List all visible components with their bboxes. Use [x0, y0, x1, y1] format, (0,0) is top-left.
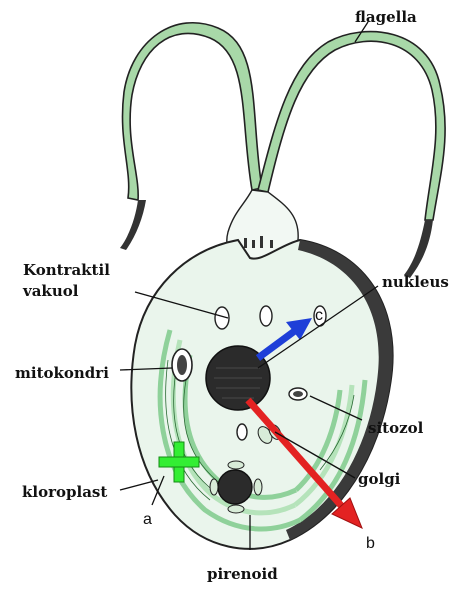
marker-a: a — [143, 511, 152, 528]
contractile-vacuole-2 — [260, 306, 272, 326]
marker-b: b — [366, 535, 375, 552]
flagellum-right — [258, 32, 445, 220]
label-nukleus: nukleus — [382, 273, 449, 291]
marker-c: c — [315, 307, 323, 324]
label-kontraktil-vakuol-line1: Kontraktil — [23, 261, 110, 279]
label-golgi: golgi — [358, 470, 401, 488]
pyrenoid — [218, 470, 252, 504]
mitochondrion-1-inner — [177, 355, 187, 375]
label-kontraktil-vakuol-line2: vakuol — [22, 282, 79, 300]
label-kloroplast: kloroplast — [22, 483, 107, 501]
label-mitokondri: mitokondri — [15, 364, 109, 382]
flagellum-left — [122, 23, 262, 200]
flagellum-tip-left — [120, 200, 146, 250]
label-sitozol: sitozol — [368, 419, 424, 437]
label-pirenoid: pirenoid — [207, 565, 278, 583]
contractile-vacuole-4 — [237, 424, 247, 440]
flagellum-tip-right — [404, 220, 433, 278]
label-flagella: flagella — [355, 8, 417, 26]
mitochondrion-2-inner — [293, 391, 303, 397]
